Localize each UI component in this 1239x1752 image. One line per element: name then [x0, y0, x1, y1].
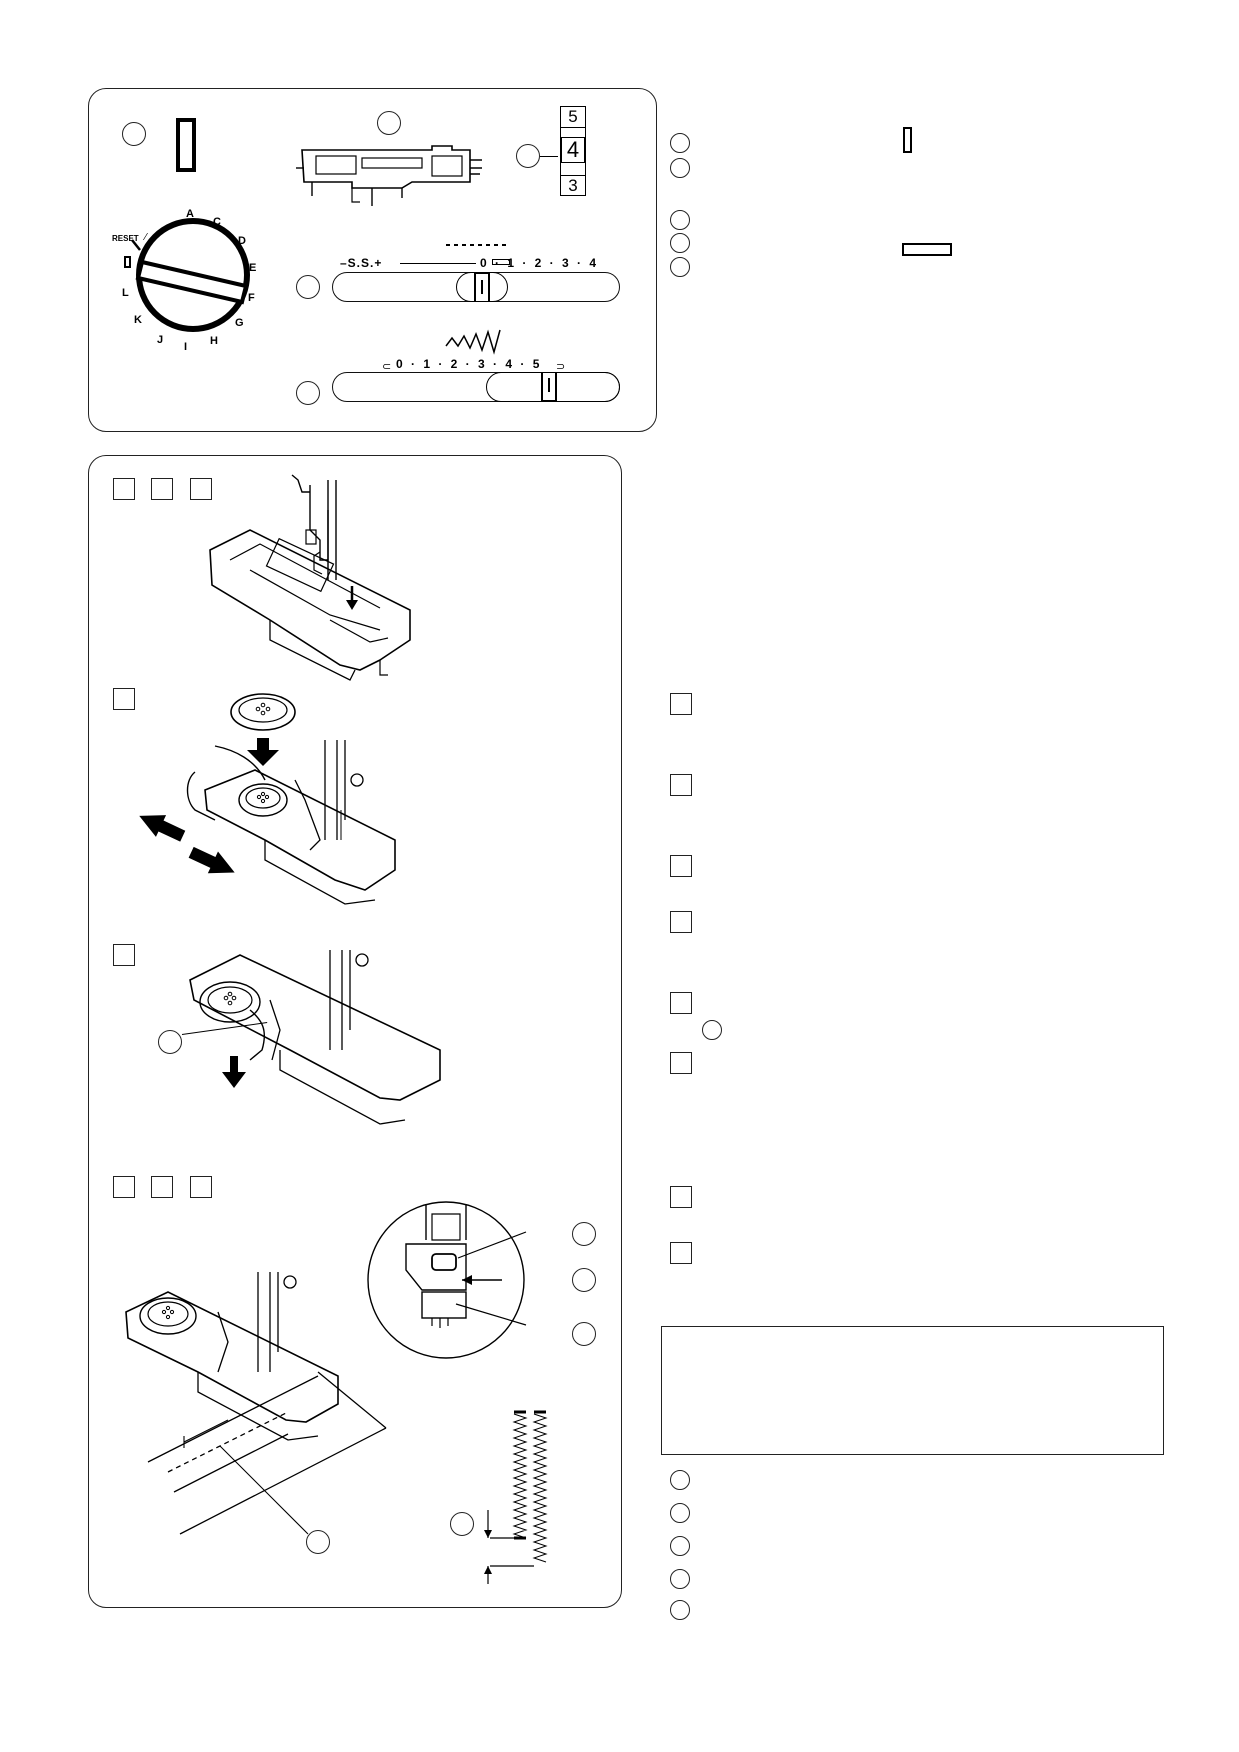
stitch-width-ticks: 0 · 1 · 2 · 3 · 4 · 5	[396, 357, 541, 371]
step-box	[670, 693, 692, 715]
reference-circle	[670, 1503, 690, 1523]
scale-number: 3	[561, 175, 585, 196]
step-box	[670, 1052, 692, 1074]
dial-letter-d: D	[238, 235, 246, 247]
dial-letter-f: F	[248, 292, 255, 304]
dashed-stitch-icon	[446, 244, 510, 246]
note-box	[661, 1326, 1164, 1455]
sewing-illustration	[125, 1272, 387, 1535]
dial-letter-i: I	[184, 341, 188, 353]
reference-circle	[296, 381, 320, 405]
buttonhole-horizontal-icon	[902, 243, 952, 256]
step-box	[670, 992, 692, 1014]
reference-circle	[572, 1222, 596, 1246]
dial-letter-l: L	[122, 287, 129, 299]
magnified-detail	[367, 1201, 527, 1359]
reference-circle	[122, 122, 146, 146]
reference-circle	[702, 1020, 722, 1040]
scale-line	[400, 263, 476, 264]
step-box	[151, 478, 173, 500]
step-box	[113, 944, 135, 966]
stitch-length-pointer	[474, 272, 490, 302]
buttonhole-mark-icon	[124, 256, 131, 268]
buttonhole-small-icon	[492, 259, 510, 265]
zigzag-stitch-icon	[445, 329, 501, 355]
reference-circle	[670, 1536, 690, 1556]
reference-circle	[516, 144, 540, 168]
reference-circle	[670, 257, 690, 277]
reference-circle	[670, 210, 690, 230]
reference-circle	[670, 1569, 690, 1589]
step-box	[151, 1176, 173, 1198]
scale-number-current: 4	[561, 137, 585, 163]
attach-foot-illustration	[209, 474, 411, 681]
step-box	[670, 911, 692, 933]
stitch-length-label: –S.S.+	[340, 256, 383, 270]
step-box	[113, 478, 135, 500]
step-box	[670, 1242, 692, 1264]
dial-letter-k: K	[134, 314, 142, 326]
reference-circle	[377, 111, 401, 135]
stitch-width-pointer	[541, 372, 557, 402]
step-box	[670, 774, 692, 796]
dial-letter-c: C	[213, 216, 221, 228]
lever-reference-circle	[158, 1030, 182, 1054]
dial-letter-h: H	[210, 335, 218, 347]
step-box	[113, 688, 135, 710]
step-box	[670, 1186, 692, 1208]
reference-circle	[670, 233, 690, 253]
reference-circle	[572, 1322, 596, 1346]
buttonhole-foot-illustration	[296, 145, 482, 206]
dial-letter-g: G	[235, 317, 244, 329]
reference-circle	[670, 133, 690, 153]
reset-mark-icon: ⁄	[145, 232, 147, 243]
reference-circle	[572, 1268, 596, 1292]
lower-lever-illustration	[189, 950, 441, 1125]
pointer-line	[540, 156, 558, 157]
reference-circle	[306, 1530, 330, 1554]
dial-letter-e: E	[249, 262, 257, 274]
buttonhole-symbol-icon	[903, 127, 912, 153]
dial-reset-label: RESET	[112, 234, 139, 243]
reference-circle	[670, 158, 690, 178]
reference-circle	[670, 1470, 690, 1490]
step-box	[190, 1176, 212, 1198]
place-button-illustration	[139, 693, 396, 905]
dial-letter-a: A	[186, 208, 194, 220]
step-box	[113, 1176, 135, 1198]
needle-position-scale: 5 4 3	[560, 106, 586, 196]
step-box	[670, 855, 692, 877]
wide-width-icon: ⊃	[556, 361, 566, 373]
narrow-width-icon: ⊂	[382, 361, 392, 373]
dial-letter-j: J	[157, 334, 164, 346]
buttonhole-stitch-sample	[484, 1410, 548, 1584]
reference-circle	[670, 1600, 690, 1620]
stitch-length-ticks: 0 · 1 · 2 · 3 · 4	[480, 256, 598, 270]
step-box	[190, 478, 212, 500]
stitch-length-pointer-line	[481, 280, 483, 294]
buttonhole-symbol-icon	[176, 118, 196, 172]
reference-circle	[296, 275, 320, 299]
scale-number: 5	[561, 107, 585, 128]
pattern-selector-dial	[131, 218, 250, 332]
reference-circle	[450, 1512, 474, 1536]
stitch-width-pointer-line	[548, 378, 550, 392]
